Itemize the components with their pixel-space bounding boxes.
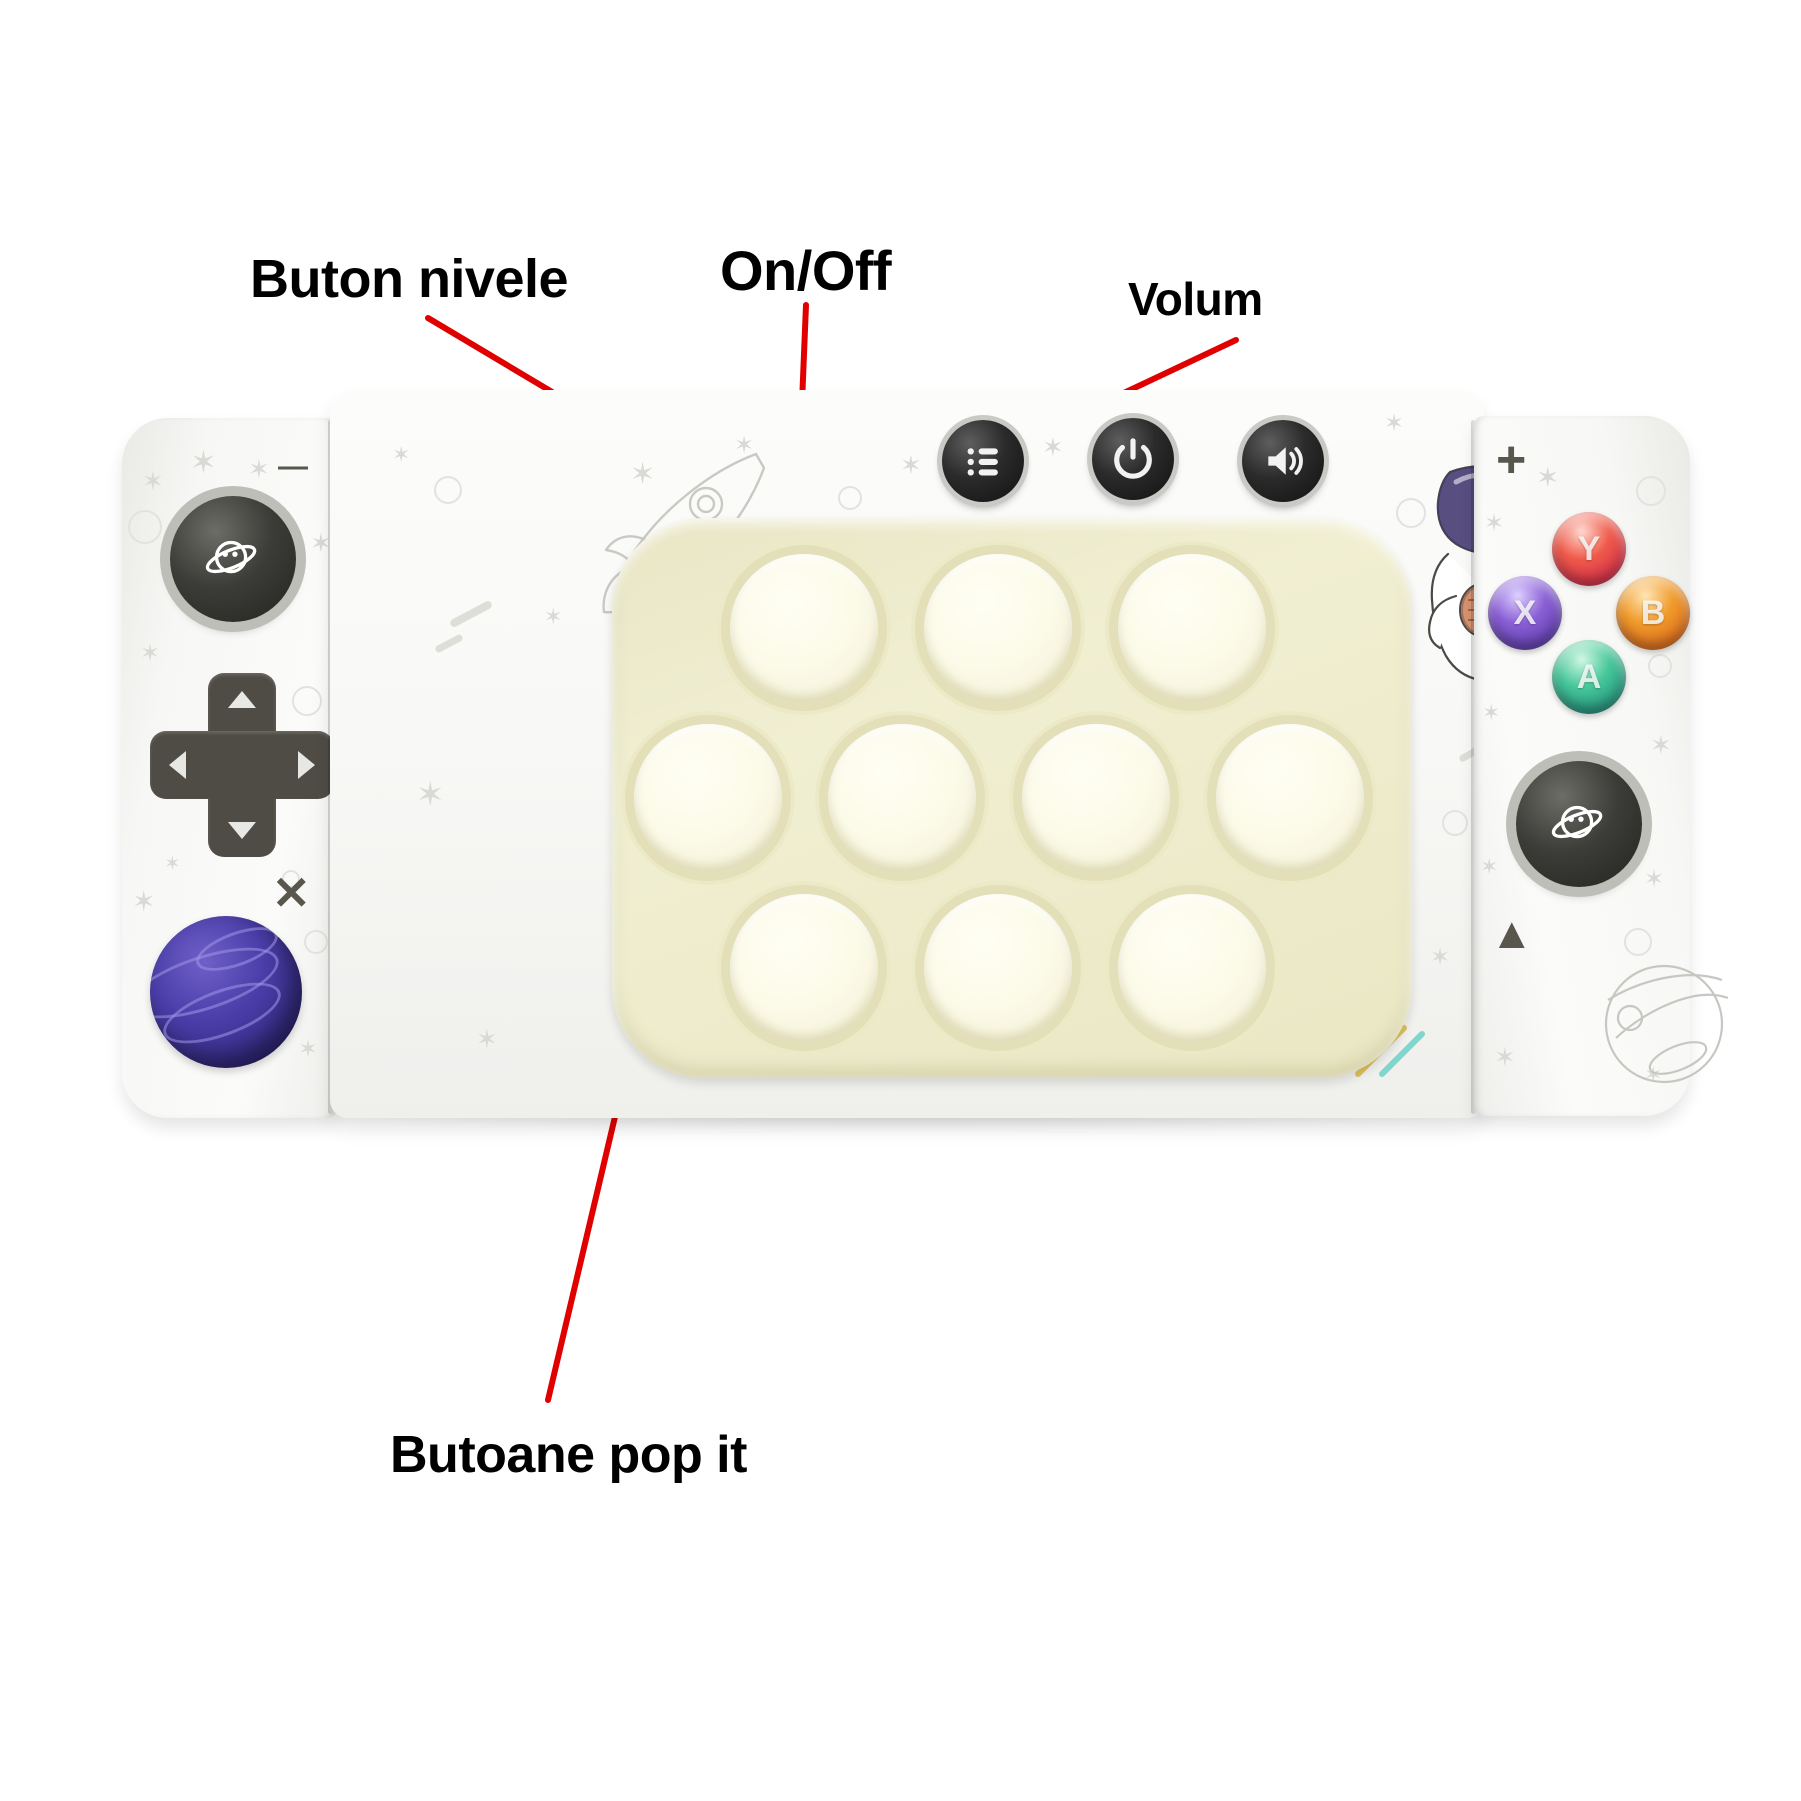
star-icon: ✶ [416, 776, 445, 814]
star-icon: ✶ [140, 640, 161, 667]
popit-bubble[interactable] [634, 724, 782, 872]
dpad-right-icon[interactable] [298, 751, 315, 779]
star-icon: ✶ [1644, 866, 1665, 893]
star-icon: ✶ [1482, 700, 1501, 725]
button-b[interactable]: B [1616, 576, 1690, 650]
star-icon: ✶ [310, 528, 332, 558]
star-icon: ✶ [734, 432, 755, 459]
saturn-icon [205, 540, 257, 574]
center-console: ✶ ✶ ✶ ✶ ✶ ✶ ✶ ✶ ✶ ✶ ✶ ✶ ✶ [330, 390, 1590, 1118]
levels-button[interactable] [942, 420, 1024, 502]
annotation-label-levels: Buton nivele [250, 249, 569, 309]
star-icon: ✶ [1384, 410, 1405, 437]
circle-decor [128, 510, 162, 544]
plus-mark: + [1496, 431, 1527, 489]
triangle-mark: ▲ [1490, 909, 1534, 958]
dpad-up-icon[interactable] [228, 691, 256, 708]
power-icon [1114, 438, 1152, 479]
circle-decor [1636, 476, 1666, 506]
button-a[interactable]: A [1552, 640, 1626, 714]
right-wing-panel: ✶ ✶ ✶ ✶ ✶ ✶ ✶ ✶ ✶ + Y X B A [1474, 416, 1729, 1116]
star-icon: ✶ [142, 466, 164, 496]
power-button[interactable] [1092, 418, 1174, 500]
popit-bubble[interactable] [828, 724, 976, 872]
star-icon: ✶ [1484, 510, 1505, 537]
circle-decor [1442, 810, 1468, 836]
star-icon: ✶ [1042, 432, 1064, 462]
list-icon [967, 448, 998, 476]
star-icon: ✶ [1650, 730, 1672, 760]
star-icon: ✶ [1536, 462, 1560, 493]
volume-button[interactable] [1242, 420, 1324, 502]
star-icon: ✶ [1480, 854, 1499, 879]
star-icon: ✶ [476, 1024, 498, 1054]
annotation-label-onoff: On/Off [720, 239, 892, 302]
dash-decor [448, 599, 494, 629]
star-icon: ✶ [392, 442, 411, 467]
dash-decor [434, 633, 464, 654]
right-seam [1471, 420, 1476, 1114]
star-icon: ✶ [630, 458, 656, 491]
button-x[interactable]: X [1488, 576, 1562, 650]
purple-planet-decor [150, 916, 302, 1068]
star-icon: ✶ [248, 454, 270, 484]
circle-decor [434, 476, 462, 504]
dpad-left-icon[interactable] [169, 751, 186, 779]
popit-bubble[interactable] [1216, 724, 1364, 872]
star-icon: ✶ [190, 444, 217, 480]
dpad-down-icon[interactable] [228, 822, 256, 839]
planet-outline-icon [1604, 964, 1729, 1084]
popit-bubble[interactable] [1022, 724, 1170, 872]
star-icon: ✶ [900, 450, 922, 480]
left-wing-panel: ✶ ✶ ✶ ✶ ✶ ✶ ✶ ✶ — [122, 418, 337, 1118]
star-icon: ✶ [1494, 1042, 1516, 1072]
star-icon: ✶ [544, 604, 563, 629]
left-joystick[interactable] [170, 496, 296, 622]
circle-decor [1648, 654, 1672, 678]
popit-panel[interactable] [612, 518, 1412, 1078]
dpad[interactable] [150, 673, 334, 857]
star-icon: ✶ [132, 886, 156, 917]
popit-bubble[interactable] [730, 554, 878, 702]
x-mark: ✕ [272, 867, 311, 919]
popit-bubble[interactable] [924, 554, 1072, 702]
star-icon: ✶ [298, 1036, 319, 1063]
circle-decor [304, 930, 328, 954]
popit-bubble[interactable] [924, 894, 1072, 1042]
circle-decor [1396, 498, 1426, 528]
button-y[interactable]: Y [1552, 512, 1626, 586]
popit-bubble[interactable] [1118, 894, 1266, 1042]
speaker-icon [1268, 447, 1303, 475]
saturn-icon [1551, 805, 1603, 839]
circle-decor [282, 870, 300, 888]
annotation-label-popit: Butoane pop it [390, 1426, 747, 1484]
annotation-label-volume: Volum [1128, 273, 1263, 325]
popit-bubble[interactable] [730, 894, 878, 1042]
circle-decor [838, 486, 862, 510]
popit-bubble[interactable] [1118, 554, 1266, 702]
right-joystick[interactable] [1516, 761, 1642, 887]
circle-decor [1624, 928, 1652, 956]
circle-decor [292, 686, 322, 716]
star-icon: ✶ [1430, 944, 1451, 971]
minus-mark: — [278, 450, 308, 483]
handheld-game-device: ✶ ✶ ✶ ✶ ✶ ✶ ✶ ✶ — [122, 390, 1729, 1120]
star-icon: ✶ [164, 853, 181, 875]
